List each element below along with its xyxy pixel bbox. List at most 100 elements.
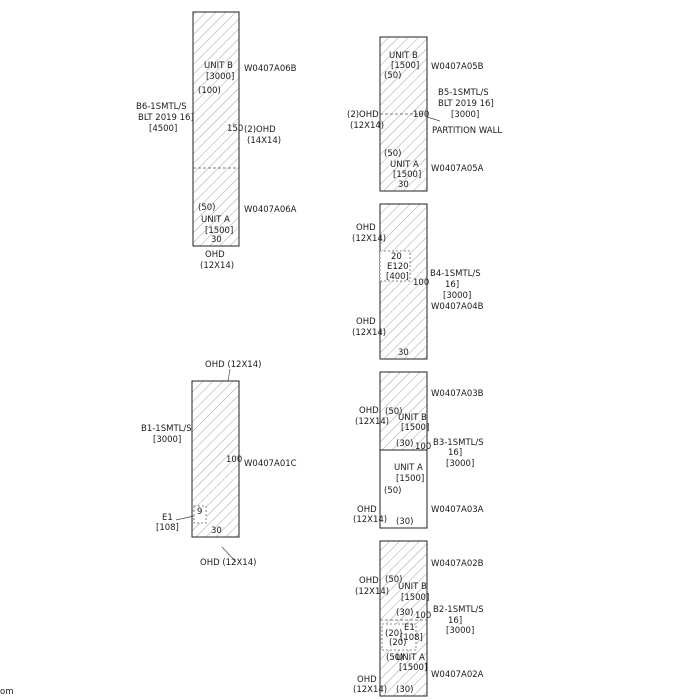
b1-bottom-door: OHD (12X14) <box>200 558 256 568</box>
b2-unit-a-bottom: (30) <box>396 685 413 695</box>
b6-bottom-door-line1: OHD <box>205 250 225 260</box>
b4-code: W0407A04B <box>431 302 484 312</box>
b5-side-door-line2: (12X14) <box>350 121 384 131</box>
b6-bottom-door-line2: (12X14) <box>200 261 234 271</box>
b5-unit-a-count: (50) <box>384 149 401 159</box>
b6-unit-a-area: [1500] <box>205 226 233 236</box>
b6-unit-a-count: (50) <box>198 203 215 213</box>
b2-unit-b-code: W0407A02B <box>431 559 484 569</box>
building-b2-outline <box>379 540 428 697</box>
building-b1: 9 100 30 W0407A01C B1-1SMTL/S [3000] E1 … <box>141 360 297 568</box>
b4-mid-value: 100 <box>413 278 429 288</box>
b6-side-door-line1: (2)OHD <box>244 125 276 135</box>
b1-bottom-door-leader <box>221 546 237 563</box>
b4-door1-line1: OHD <box>356 223 376 233</box>
b1-name-line1: B1-1SMTL/S <box>141 424 192 434</box>
b3-door1-line2: (12X14) <box>355 417 389 427</box>
b1-top-door: OHD (12X14) <box>205 360 261 370</box>
b5-unit-b-label: UNIT B <box>389 51 418 61</box>
b4-e120-area <box>379 250 411 282</box>
b2-e1-area-value: [108] <box>400 633 423 643</box>
b2-name-line2: 16] <box>448 616 462 626</box>
b3-name-line2: 16] <box>448 448 462 458</box>
building-b2: (50) UNIT B [1500] (30) 100 E1 [108] (20… <box>353 540 484 697</box>
b3-name-line3: [3000] <box>446 459 474 469</box>
b4-name-line3: [3000] <box>443 291 471 301</box>
b5-side-door-line1: (2)OHD <box>347 110 379 120</box>
b1-e1-value: 9 <box>197 507 202 517</box>
b5-unit-a-bottom: 30 <box>398 180 409 190</box>
b1-e1-area <box>193 505 207 524</box>
building-b6: UNIT B [3000] (100) 150 (50) UNIT A [150… <box>136 11 297 271</box>
b4-door2-line2: (12X14) <box>352 328 386 338</box>
b2-unit-b-count: (50) <box>385 575 402 585</box>
b3-unit-a-area: [1500] <box>396 474 424 484</box>
b2-unit-a-label: UNIT A <box>396 653 425 663</box>
b1-e1-label: E1 <box>162 513 173 523</box>
b1-e1-leader <box>175 515 195 521</box>
b2-unit-b-label: UNIT B <box>398 582 427 592</box>
b6-side-door-line2: (14X14) <box>247 136 281 146</box>
b5-name-line2: BLT 2019 16] <box>438 99 494 109</box>
b1-top-door-leader <box>227 368 231 382</box>
b2-name-line1: B2-1SMTL/S <box>433 605 484 615</box>
b1-name-line2: [3000] <box>153 435 181 445</box>
b6-unit-a-bottom: 30 <box>211 235 222 245</box>
b3-unit-b-area: [1500] <box>401 423 429 433</box>
building-b5: UNIT B [1500] (50) 100 (50) UNIT A [1500… <box>347 36 502 192</box>
b6-name-line2: BLT 2019 16] <box>138 113 194 123</box>
b2-door2-line2: (12X14) <box>353 685 387 695</box>
b6-unit-b-area: [3000] <box>206 72 234 82</box>
b3-unit-b-bottom: (30) <box>396 439 413 449</box>
b5-name-line1: B5-1SMTL/S <box>438 88 489 98</box>
b1-code: W0407A01C <box>244 459 297 469</box>
b1-mid-value: 100 <box>226 455 242 465</box>
b5-unit-b-area: [1500] <box>391 61 419 71</box>
b6-name-line3: [4500] <box>149 124 177 134</box>
b4-name-line2: 16] <box>445 280 459 290</box>
b6-unit-b-code: W0407A06B <box>244 64 297 74</box>
b5-unit-a-label: UNIT A <box>390 160 419 170</box>
building-b3: (50) UNIT B [1500] (30) 100 UNIT A [1500… <box>353 371 484 529</box>
building-b4-outline <box>379 203 428 360</box>
b6-name-line1: B6-1SMTL/S <box>136 102 187 112</box>
b3-mid-value: 100 <box>415 442 431 452</box>
b2-mid-value: 100 <box>415 611 431 621</box>
b6-mid-value: 150 <box>227 124 243 134</box>
b4-e120-label: E120 <box>387 262 409 272</box>
b3-door2-line1: OHD <box>357 505 377 515</box>
b5-partition-leader <box>426 116 441 122</box>
b4-bottom: 30 <box>398 348 409 358</box>
building-b4: 20 E120 [400] 100 30 B4-1SMTL/S 16] [300… <box>352 203 484 360</box>
b2-unit-b-bottom: (30) <box>396 608 413 618</box>
b4-e120-area-value: [400] <box>386 272 409 282</box>
b2-e1-top: (20) <box>385 629 402 639</box>
b2-door1-line2: (12X14) <box>355 587 389 597</box>
b3-name-line1: B3-1SMTL/S <box>433 438 484 448</box>
b2-unit-b-area: [1500] <box>401 593 429 603</box>
b2-unit-a-area: [1500] <box>399 663 427 673</box>
building-b3-unit-b-outline <box>379 371 428 451</box>
b6-unit-b-label: UNIT B <box>204 61 233 71</box>
b5-partition-label: PARTITION WALL <box>432 126 502 136</box>
building-b3-unit-a-outline <box>379 449 428 529</box>
b5-unit-b-count: (50) <box>384 71 401 81</box>
b5-unit-b-code: W0407A05B <box>431 62 484 72</box>
b5-mid-value: 100 <box>413 110 429 120</box>
b3-unit-b-code: W0407A03B <box>431 389 484 399</box>
b3-door2-line2: (12X14) <box>353 515 387 525</box>
b4-door1-line2: (12X14) <box>352 234 386 244</box>
b6-unit-b-count: (100) <box>198 86 221 96</box>
b2-door1-line1: OHD <box>359 576 379 586</box>
b2-e1-area <box>381 623 417 651</box>
b2-e1-label: E1 <box>404 623 415 633</box>
b4-e120-top: 20 <box>391 252 402 262</box>
b3-unit-a-label: UNIT A <box>394 463 423 473</box>
b3-unit-a-code: W0407A03A <box>431 505 484 515</box>
b3-unit-a-bottom: (30) <box>396 517 413 527</box>
b1-bottom: 30 <box>211 526 222 536</box>
b2-e1-mid: (20) <box>389 638 406 648</box>
building-b6-outline <box>192 11 240 247</box>
b6-unit-a-label: UNIT A <box>201 215 230 225</box>
